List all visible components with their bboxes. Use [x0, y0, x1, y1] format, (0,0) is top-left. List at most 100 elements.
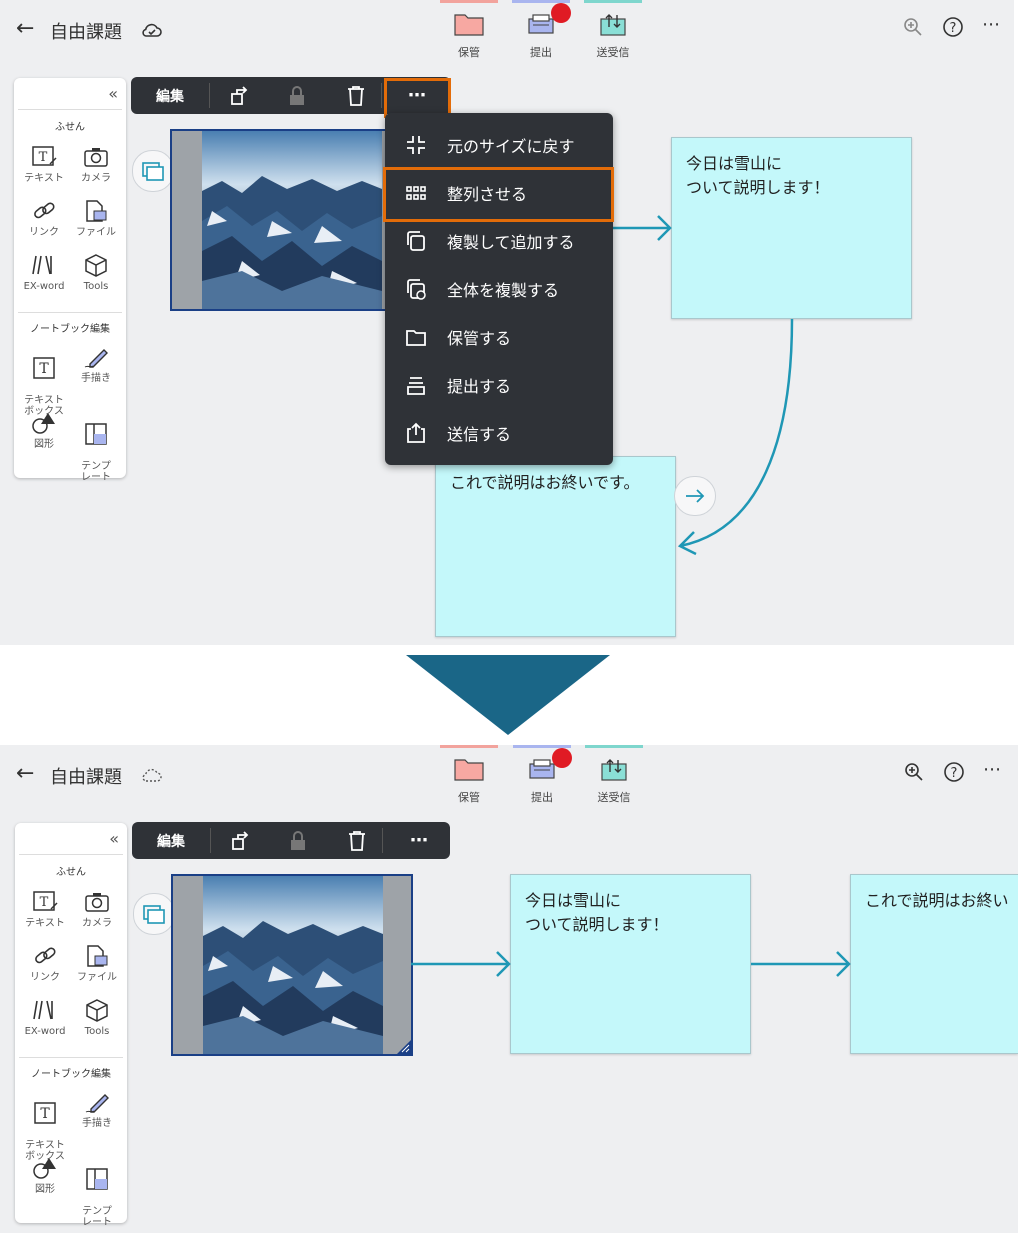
tool-textbox[interactable]: T テキスト ボックス [18, 344, 70, 417]
svg-text:T: T [40, 1106, 50, 1122]
nav-tab-storage[interactable]: 保管 [440, 0, 498, 60]
tool-text[interactable]: T テキスト [19, 889, 71, 929]
tool-shapes[interactable]: 図形 [18, 410, 70, 450]
send-box-icon [407, 422, 425, 443]
tool-label: ファイル [76, 227, 116, 238]
more-options-button[interactable]: ⋯ [410, 830, 428, 851]
double-chevron-left-icon[interactable]: « [108, 84, 118, 103]
tool-label: テンプ レート [81, 461, 111, 483]
menu-item-store[interactable]: 保管する [385, 313, 613, 361]
image-card[interactable] [170, 129, 412, 311]
tool-camera[interactable]: カメラ [71, 889, 123, 929]
link-icon [35, 947, 56, 964]
menu-item-duplicate-all[interactable]: 全体を複製する [385, 265, 613, 313]
tool-exword[interactable]: EX-word [18, 252, 70, 292]
tool-label: テキスト [24, 173, 64, 184]
nav-label: 保管 [458, 46, 480, 59]
template-icon [86, 1168, 108, 1190]
tool-shapes[interactable]: 図形 [19, 1155, 71, 1195]
tool-label: リンク [29, 227, 59, 238]
sticky-note[interactable]: 今日は雪山に ついて説明します！ [671, 137, 912, 319]
section-title: ノートブック編集 [30, 324, 110, 335]
cloud-check-icon [140, 18, 164, 46]
more-icon[interactable]: ⋯ [983, 759, 1001, 780]
nav-tab-submit[interactable]: 提出 [513, 745, 571, 805]
tool-pen[interactable]: 手描き [70, 344, 122, 384]
sticky-note[interactable]: これで説明はお終いです。 [435, 456, 676, 637]
nav-tab-submit[interactable]: 提出 [512, 0, 570, 60]
lock-icon[interactable] [278, 77, 316, 114]
tool-link[interactable]: リンク [18, 198, 70, 238]
link-icon [34, 202, 55, 219]
gallery-icon [143, 905, 165, 924]
tool-camera[interactable]: カメラ [70, 144, 122, 184]
mountain-image [203, 876, 383, 1054]
menu-item-duplicate[interactable]: 複製して追加する [385, 217, 613, 265]
help-icon[interactable]: ? [942, 16, 964, 42]
tool-link[interactable]: リンク [19, 943, 71, 983]
nav-tab-storage[interactable]: 保管 [440, 745, 498, 805]
lock-icon[interactable] [279, 822, 317, 859]
trash-icon[interactable] [338, 822, 376, 859]
connector-arrow [677, 318, 794, 556]
zoom-icon[interactable] [903, 761, 925, 787]
notification-badge [552, 748, 572, 768]
send-receive-icon [600, 14, 626, 36]
tool-tools[interactable]: Tools [70, 252, 122, 292]
nav-tab-send-receive[interactable]: 送受信 [584, 0, 642, 60]
after-screen: ← 自由課題 保管 提出 送受信 ? ⋯ « ふせん T テキスト カメラ [0, 745, 1018, 1233]
menu-item-submit[interactable]: 提出する [385, 361, 613, 409]
nav-tab-send-receive[interactable]: 送受信 [585, 745, 643, 805]
camera-icon [84, 148, 108, 167]
arrow-left-icon[interactable]: ← [16, 761, 35, 786]
more-icon[interactable]: ⋯ [982, 14, 1000, 35]
trash-icon[interactable] [337, 77, 375, 114]
image-card[interactable] [171, 874, 413, 1056]
menu-item-restore-size[interactable]: 元のサイズに戻す [385, 121, 613, 169]
zoom-icon[interactable] [902, 16, 924, 42]
image-chip[interactable] [132, 150, 174, 192]
textbox-icon: T [34, 1102, 56, 1124]
tool-pen[interactable]: 手描き [71, 1089, 123, 1129]
tool-file[interactable]: ファイル [70, 198, 122, 238]
connector-arrow [411, 951, 511, 977]
sticky-text-line: 今日は雪山に [686, 154, 783, 173]
rotate-icon[interactable] [222, 822, 260, 859]
double-chevron-left-icon[interactable]: « [109, 829, 119, 848]
rotate-icon[interactable] [221, 77, 259, 114]
sticky-text-line: ついて説明します！ [686, 178, 830, 197]
connectors [411, 951, 851, 977]
submit-tray-icon [407, 377, 425, 395]
section-title: ノートブック編集 [31, 1069, 111, 1080]
sticky-note[interactable]: これで説明はお終い [850, 874, 1018, 1054]
text-card-icon: T [32, 146, 57, 166]
help-icon[interactable]: ? [943, 761, 965, 787]
tool-sidebar: « ふせん T テキスト カメラ リンク ファイル EX-word Tools … [15, 823, 127, 1228]
tool-label: テキスト ボックス [24, 395, 64, 417]
tool-template[interactable]: テンプ レート [71, 1155, 123, 1228]
edit-button[interactable]: 編集 [156, 88, 184, 105]
cloud-syncing-icon [140, 763, 164, 791]
tool-label: カメラ [81, 173, 111, 184]
resize-handle-icon[interactable] [397, 1040, 411, 1054]
tool-textbox[interactable]: T テキスト ボックス [19, 1089, 71, 1162]
pen-icon [84, 349, 108, 368]
connector-chip[interactable] [674, 476, 716, 516]
edit-button[interactable]: 編集 [157, 833, 185, 850]
tool-file[interactable]: ファイル [71, 943, 123, 983]
tool-text[interactable]: T テキスト [18, 144, 70, 184]
more-options-button[interactable]: ⋯ [408, 85, 426, 106]
tool-label: テンプ レート [82, 1206, 112, 1228]
dictionary-icon [32, 255, 52, 275]
tool-exword[interactable]: EX-word [19, 997, 71, 1037]
transition-arrow [406, 655, 610, 735]
nav-label: 送受信 [596, 46, 630, 59]
tool-tools[interactable]: Tools [71, 997, 123, 1037]
pen-icon [85, 1094, 109, 1113]
camera-icon [85, 893, 109, 912]
arrow-left-icon[interactable]: ← [16, 16, 35, 41]
menu-item-send[interactable]: 送信する [385, 409, 613, 457]
sticky-text-line: これで説明はお終い [865, 891, 1009, 910]
tool-template[interactable]: テンプ レート [70, 410, 122, 483]
menu-item-align[interactable]: 整列させる [385, 169, 613, 217]
